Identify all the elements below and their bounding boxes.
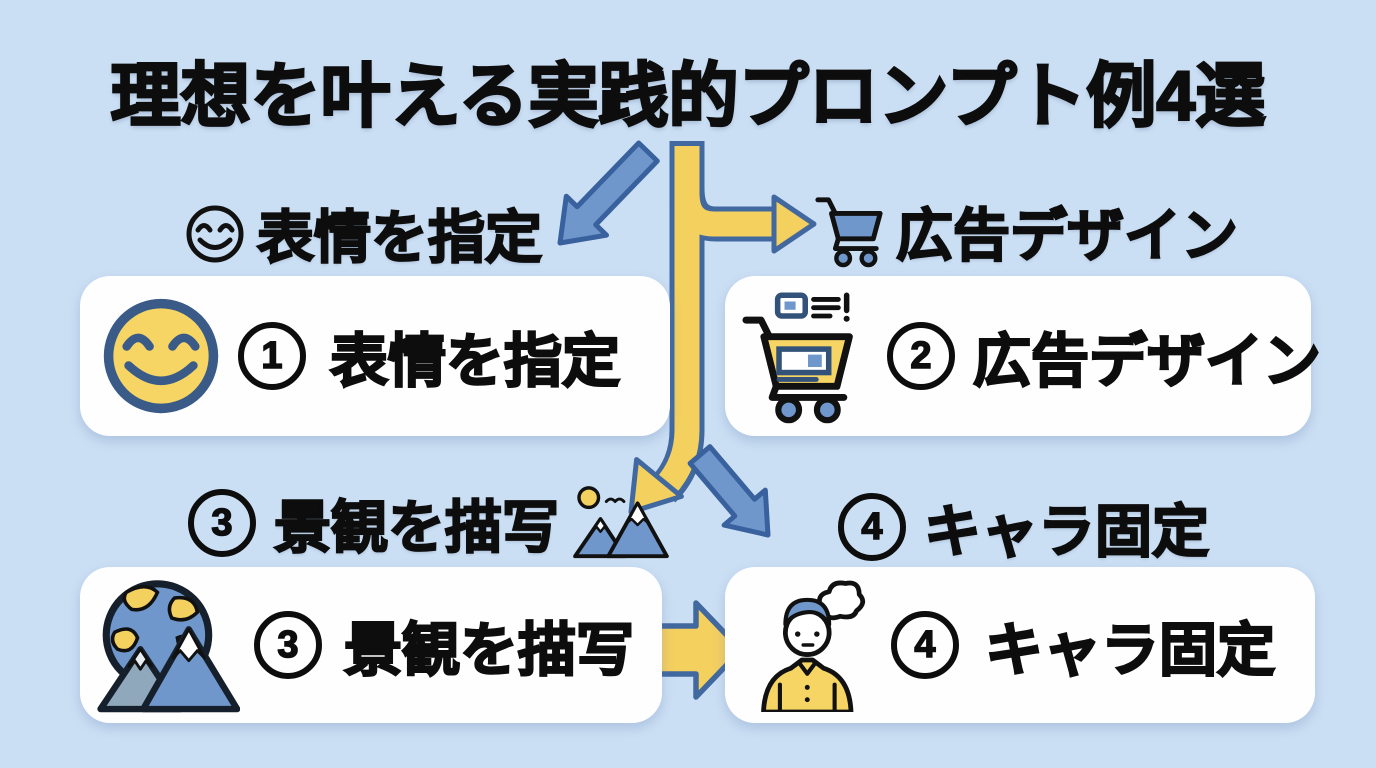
- card-ad-number: 2: [887, 322, 955, 390]
- mountains-icon: [573, 486, 669, 559]
- arrow-to-character: [687, 444, 771, 538]
- person-thinking-icon: [761, 580, 866, 712]
- smiley-outline-icon: [186, 205, 244, 263]
- smiley-icon: [103, 298, 219, 414]
- card-ad: 2 広告デザイン: [725, 276, 1322, 436]
- card-expression-label: 表情を指定: [329, 328, 621, 395]
- globe-mountains-icon: [97, 580, 240, 713]
- arrow-title-to-expression: [557, 140, 660, 246]
- card-expression-number: 1: [238, 322, 306, 390]
- ad-cart-icon: [742, 292, 853, 424]
- callout-landscape: 3 景観を描写: [188, 482, 671, 564]
- callout-ad: 広告デザイン: [812, 190, 1239, 272]
- card-ad-label: 広告デザイン: [972, 328, 1322, 395]
- callout-expression: 表情を指定: [183, 192, 543, 274]
- callout-ad-label: 広告デザイン: [895, 203, 1239, 269]
- callout-landscape-number: 3: [188, 489, 256, 557]
- callout-character-number: 4: [838, 493, 906, 561]
- card-expression: 1 表情を指定: [80, 276, 670, 436]
- cart-icon: [815, 197, 883, 268]
- page-title: 理想を叶える実践的プロンプト例4選: [109, 56, 1266, 137]
- card-character-label: キャラ固定: [984, 617, 1276, 684]
- callout-character: 4 キャラ固定: [838, 486, 1210, 568]
- callout-expression-label: 表情を指定: [256, 205, 543, 271]
- card-landscape: 3 景観を描写: [80, 567, 662, 723]
- card-landscape-label: 景観を描写: [343, 617, 635, 684]
- card-character-number: 4: [891, 611, 959, 679]
- callout-character-label: キャラ固定: [923, 499, 1210, 565]
- card-character: 4 キャラ固定: [725, 567, 1315, 723]
- card-landscape-number: 3: [254, 611, 322, 679]
- callout-landscape-label: 景観を描写: [273, 495, 560, 561]
- arrow-flow-trunk: [628, 141, 817, 515]
